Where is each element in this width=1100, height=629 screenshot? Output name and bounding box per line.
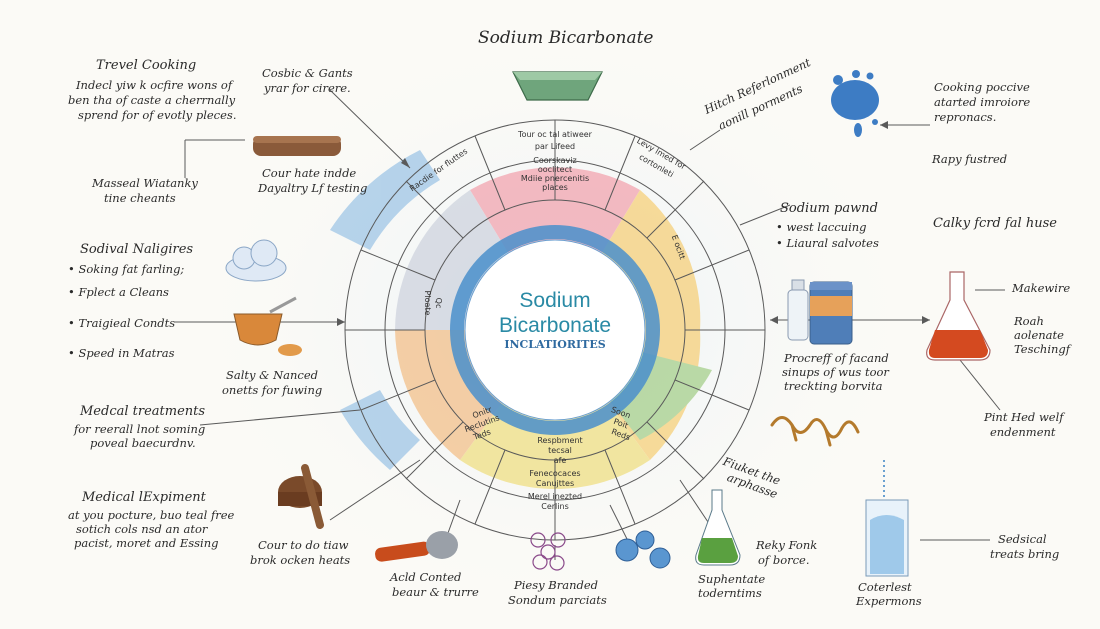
sodival-title: Sodival Naligires	[80, 242, 194, 257]
acid-label-2: beaur & trurre	[392, 585, 479, 599]
masseal-label-1: Masseal Wiatanky	[92, 176, 198, 190]
procreff-label-1: Procreff of facand	[784, 351, 889, 365]
wheel-bottom-center-3: afe	[554, 456, 567, 465]
blue-ring	[450, 225, 660, 435]
wheel-side-left-2: Qc	[434, 298, 443, 309]
spheres-icon	[615, 530, 671, 569]
sodium-pawnd-title: Sodium pawnd	[780, 201, 878, 216]
cooking-label-1: Cooking poccive	[934, 80, 1030, 94]
wheel-inner-top-4: places	[542, 183, 568, 192]
coterlest-label-1: Coterlest	[858, 580, 912, 594]
sodival-item-1: • Soking fat farling;	[68, 262, 185, 276]
roah-label-2: aolenate	[1014, 328, 1064, 342]
bowl-icon	[512, 71, 603, 101]
travel-cooking-text-3: sprend for of evotly pleces.	[78, 108, 237, 122]
cloud-icon	[225, 239, 287, 282]
cour-label-1: Cour hate indde	[262, 166, 357, 180]
arrowheads	[337, 121, 930, 326]
coterlest-label-2: Expermons	[856, 594, 922, 608]
medical-treatments-text-2: poveal baecurdnv.	[90, 436, 196, 450]
wheel-bottom-outer-1: Fenecocaces	[529, 469, 580, 478]
center-subtitle: INCLATIORITES	[504, 338, 605, 351]
medical-treatments-title: Medcal treatments	[80, 404, 206, 419]
roah-label-3: Teschingf	[1014, 342, 1071, 356]
wheel-bottom-center-1: Respbment	[537, 436, 582, 445]
wheel-inner-top-1: Coorskaviz	[533, 156, 576, 165]
center-title-line-2: Bicarbonate	[499, 314, 611, 337]
suphen-label-2: toderntims	[698, 586, 762, 600]
cooking-label-3: repronacs.	[934, 110, 997, 124]
center-label: Sodium Bicarbonate INCLATIORITES	[499, 289, 611, 351]
sodium-pawnd-item-1: • west laccuing	[776, 220, 867, 234]
wheel-bottom-center-2: tecsal	[548, 446, 572, 455]
calky-label: Calky fcrd fal huse	[933, 216, 1057, 231]
flower-molecule-icon	[530, 532, 566, 571]
medical-experiment-text-2: sotich cols nsd an ator	[76, 522, 208, 536]
flask-icon	[926, 271, 991, 361]
bottle-jar-icon	[787, 279, 853, 345]
masseal-label-2: tine cheants	[104, 191, 176, 205]
tea-cup-icon	[233, 296, 302, 356]
mortar-pestle-icon	[278, 464, 324, 529]
cour2-label-2: brok ocken heats	[250, 553, 351, 567]
wood-board-icon	[253, 136, 341, 156]
sedsical-label-1: Sedsical	[998, 532, 1047, 546]
page-title: Sodium Bicarbonate	[478, 28, 654, 48]
water-splash-icon	[831, 70, 879, 137]
wheel-structure	[344, 119, 766, 541]
procreff-label-3: treckting borvita	[784, 379, 883, 393]
test-tube-icon	[375, 531, 458, 562]
wheel-bottom-outer-3: Merel inezted	[528, 492, 582, 501]
medical-treatments-text-1: for reerall lnot soming	[74, 422, 206, 436]
wheel-inner-top-3: Mdiie pnercenitis	[521, 174, 589, 183]
cour2-label-1: Cour to do tiaw	[258, 538, 349, 552]
piesy-label-2: Sondum parciats	[508, 593, 607, 607]
rapy-label: Rapy fustred	[932, 152, 1008, 166]
piesy-label-1: Piesy Branded	[514, 578, 599, 592]
travel-cooking-title: Trevel Cooking	[96, 58, 197, 73]
reky-label-1: Reky Fonk	[756, 538, 818, 552]
cour-label-2: Dayaltry Lf testing	[258, 181, 368, 195]
sodival-item-3: • Traigieal Condts	[68, 316, 176, 330]
pint-label-2: endenment	[990, 425, 1056, 439]
sodival-item-4: • Speed in Matras	[68, 346, 175, 360]
sedsical-label-2: treats bring	[990, 547, 1060, 561]
wheel-top-text-1: Tour oc tal atiweer	[517, 130, 593, 139]
center-title-line-1: Sodium	[519, 289, 590, 312]
salty-label-1: Salty & Nanced	[226, 368, 319, 382]
makewire-label: Makewire	[1012, 281, 1071, 295]
medical-experiment-text-3: pacist, moret and Essing	[74, 536, 219, 550]
roah-label-1: Roah	[1014, 314, 1044, 328]
procreff-label-2: sinups of wus toor	[782, 365, 889, 379]
travel-cooking-text-1: Indecl yiw k ocfire wons of	[76, 78, 233, 92]
sodium-pawnd-item-2: • Liaural salvotes	[776, 236, 879, 250]
medical-experiment-text-1: at you pocture, buo teal free	[68, 508, 235, 522]
travel-cooking-text-2: ben tha of caste a cherrnally	[68, 93, 236, 107]
green-flask-icon	[695, 489, 741, 566]
sodival-item-2: • Fplect a Cleans	[68, 285, 169, 299]
wheel-top-text-2: par Lifeed	[535, 142, 575, 151]
medical-experiment-title: Medical lExpiment	[82, 490, 206, 505]
molecule-chain-icon	[770, 416, 860, 447]
glass-beaker-icon	[865, 460, 909, 577]
wheel-bottom-outer-4: Cerlins	[541, 502, 568, 511]
wheel-inner-top-2: ooclitect	[538, 165, 572, 174]
salty-label-2: onetts for fuwing	[222, 383, 323, 397]
cosbic-label-1: Cosbic & Gants	[262, 66, 353, 80]
acid-label-1: Acld Conted	[390, 570, 462, 584]
reky-label-2: of borce.	[758, 553, 810, 567]
wheel-side-left-1: Ploate	[423, 291, 432, 316]
wheel-bottom-outer-2: Canujttes	[536, 479, 574, 488]
suphen-label-1: Suphentate	[698, 572, 766, 586]
pint-label-1: Pint Hed welf	[984, 410, 1064, 424]
cooking-label-2: atarted imroiore	[934, 95, 1031, 109]
cosbic-label-2: yrar for cirere.	[264, 81, 351, 95]
